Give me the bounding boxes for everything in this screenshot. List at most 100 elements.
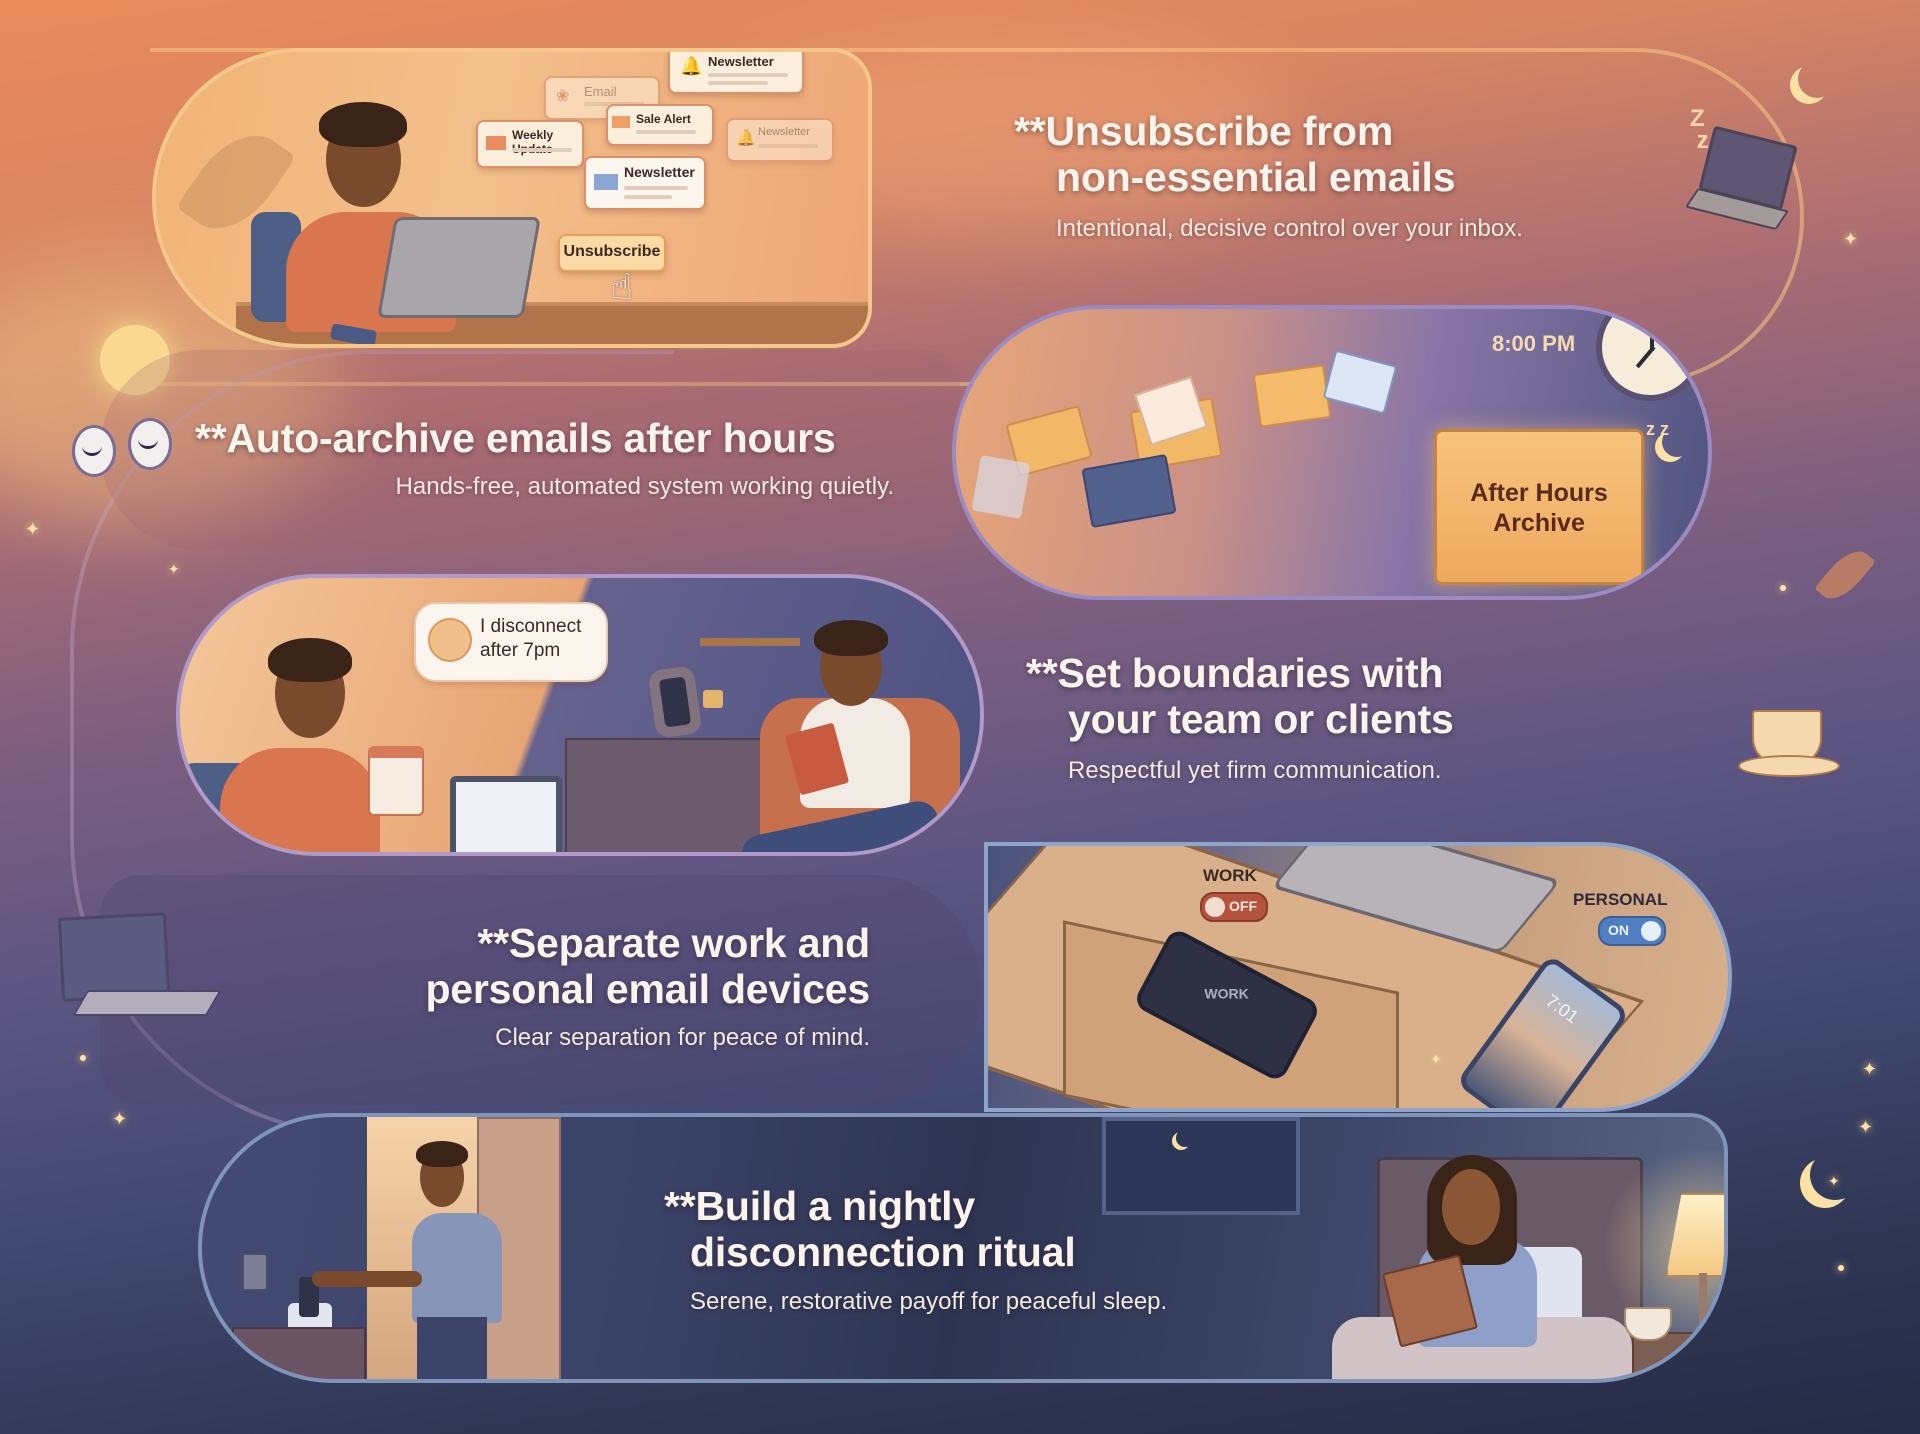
work-toggle-state: OFF bbox=[1229, 898, 1257, 914]
step-1-title-line-1: **Unsubscribe from bbox=[1014, 108, 1394, 154]
star-dot bbox=[1780, 585, 1786, 591]
folder-label-line-1: After Hours bbox=[1470, 479, 1608, 507]
step-4-title-line-2: personal email devices bbox=[425, 966, 870, 1012]
sparkle-icon: ✦ bbox=[1430, 1051, 1442, 1067]
envelope-icon bbox=[486, 136, 506, 150]
toggle-knob bbox=[1205, 897, 1225, 917]
step-5-title: **Build a nightly disconnection ritual bbox=[664, 1183, 1076, 1275]
step-1-subtitle: Intentional, decisive control over your … bbox=[1056, 215, 1523, 242]
envelope-icon bbox=[594, 174, 618, 190]
personal-label: PERSONAL bbox=[1573, 890, 1668, 909]
after-hours-archive-folder[interactable]: After Hours Archive bbox=[1434, 429, 1644, 585]
star-dot bbox=[1838, 1265, 1844, 1271]
person-hair bbox=[319, 102, 407, 147]
text-line bbox=[624, 195, 672, 199]
step-3-title-line-1: **Set boundaries with bbox=[1026, 650, 1444, 696]
personal-toggle-state: ON bbox=[1608, 922, 1629, 938]
laptop-icon bbox=[377, 217, 541, 318]
step-1-title-line-2: non-essential emails bbox=[1056, 154, 1456, 200]
person-body bbox=[412, 1213, 502, 1323]
night-window bbox=[1102, 1117, 1300, 1215]
sleeping-eye-icon bbox=[128, 418, 172, 470]
step-5-illustration bbox=[198, 1113, 1728, 1383]
sleep-zz-icon: Z z bbox=[1690, 105, 1709, 154]
card-icon bbox=[1081, 453, 1177, 529]
work-label: WORK bbox=[1203, 866, 1257, 885]
step-2-title: **Auto-archive emails after hours bbox=[195, 415, 836, 461]
person-legs bbox=[417, 1317, 487, 1379]
card-icon bbox=[971, 455, 1031, 519]
sun-icon bbox=[100, 325, 170, 395]
step-1-illustration: 🔔 Newsletter ❀ Email Sale Alert Weekly U… bbox=[152, 48, 872, 348]
saucer bbox=[1738, 755, 1840, 777]
sparkle-icon: ✦ bbox=[1862, 1059, 1878, 1079]
tea-cup-icon bbox=[1624, 1307, 1672, 1341]
work-toggle[interactable]: OFF bbox=[1200, 892, 1268, 922]
step-5-title-line-2: disconnection ritual bbox=[690, 1229, 1076, 1275]
speech-bubble: I disconnect after 7pm bbox=[414, 602, 608, 682]
person-arm bbox=[312, 1271, 422, 1287]
step-3-illustration: I disconnect after 7pm bbox=[176, 574, 984, 856]
email-card-newsletter-faded: 🔔 Newsletter bbox=[726, 118, 834, 162]
step-2-text-panel bbox=[100, 350, 960, 550]
step-1-title: **Unsubscribe from non-essential emails bbox=[1014, 108, 1456, 200]
text-line bbox=[708, 73, 788, 77]
step-5-title-line-1: **Build a nightly bbox=[664, 1183, 975, 1229]
email-card-newsletter-main: Newsletter bbox=[584, 156, 706, 210]
sparkle-icon: ✦ bbox=[1828, 1173, 1840, 1189]
step-4-subtitle: Clear separation for peace of mind. bbox=[495, 1024, 870, 1051]
nightstand bbox=[232, 1327, 366, 1379]
text-line bbox=[624, 186, 688, 190]
person-hair bbox=[814, 620, 888, 656]
work-phone-screen-label: WORK bbox=[1204, 985, 1249, 1002]
text-line bbox=[758, 144, 818, 148]
step-2-illustration: 8:00 PM After Hours Archive z z bbox=[952, 305, 1712, 600]
moon-icon bbox=[1798, 60, 1836, 98]
speech-text-line-1: I disconnect bbox=[480, 616, 582, 637]
dresser bbox=[565, 738, 779, 852]
leaf-icon: ❀ bbox=[556, 88, 570, 105]
step-4-text-panel bbox=[100, 875, 980, 1105]
sparkle-icon: ✦ bbox=[1843, 229, 1859, 249]
sleep-zz-icon: z z bbox=[1646, 419, 1670, 439]
bell-icon: 🔔 bbox=[680, 56, 703, 76]
eye-lash bbox=[82, 445, 102, 456]
time-label: 8:00 PM bbox=[1492, 331, 1576, 356]
person-body bbox=[220, 748, 380, 852]
envelope-icon bbox=[1322, 349, 1398, 415]
email-card-sale-alert: Sale Alert bbox=[606, 104, 714, 146]
phone-icon bbox=[299, 1277, 319, 1317]
toggle-knob bbox=[1641, 921, 1661, 941]
avatar bbox=[428, 618, 472, 662]
clock-hour-hand bbox=[1650, 317, 1654, 351]
step-4-illustration: WORK WORK OFF PERSONAL ON 7:01 bbox=[984, 842, 1732, 1112]
step-5-subtitle: Serene, restorative payoff for peaceful … bbox=[690, 1288, 1168, 1315]
sparkle-icon: ✦ bbox=[1858, 1117, 1874, 1137]
person-hair bbox=[268, 638, 352, 682]
moon-icon bbox=[1662, 427, 1692, 457]
lamp-stand bbox=[1699, 1273, 1707, 1333]
clock-icon bbox=[1596, 309, 1704, 401]
personal-toggle[interactable]: ON bbox=[1598, 916, 1666, 946]
open-envelope-icon bbox=[1252, 364, 1332, 428]
step-2-subtitle: Hands-free, automated system working qui… bbox=[395, 473, 894, 500]
sparkle-icon: ✦ bbox=[168, 561, 180, 577]
step-4-title: **Separate work and personal email devic… bbox=[380, 920, 870, 1012]
envelope-icon bbox=[612, 116, 630, 128]
eye-lash bbox=[138, 438, 158, 449]
phone-time: 7:01 bbox=[1542, 990, 1583, 1028]
text-line bbox=[512, 148, 572, 152]
step-3-title-line-2: your team or clients bbox=[1068, 696, 1454, 742]
woman-head bbox=[1442, 1169, 1500, 1245]
star-dot bbox=[80, 1055, 86, 1061]
email-card-newsletter-top: 🔔 Newsletter bbox=[668, 52, 804, 94]
laptop-icon bbox=[450, 776, 562, 852]
unsubscribe-button[interactable]: Unsubscribe bbox=[558, 234, 666, 272]
email-card-weekly-update: Weekly Update bbox=[476, 120, 584, 168]
folder-label-line-2: Archive bbox=[1493, 509, 1585, 537]
pointer-hand-icon: ☝ bbox=[611, 266, 633, 307]
step-3-title: **Set boundaries with your team or clien… bbox=[1026, 650, 1454, 742]
moon-icon bbox=[1176, 1129, 1194, 1147]
leaf-icon bbox=[1814, 542, 1876, 608]
sparkle-icon: ✦ bbox=[112, 1109, 128, 1129]
